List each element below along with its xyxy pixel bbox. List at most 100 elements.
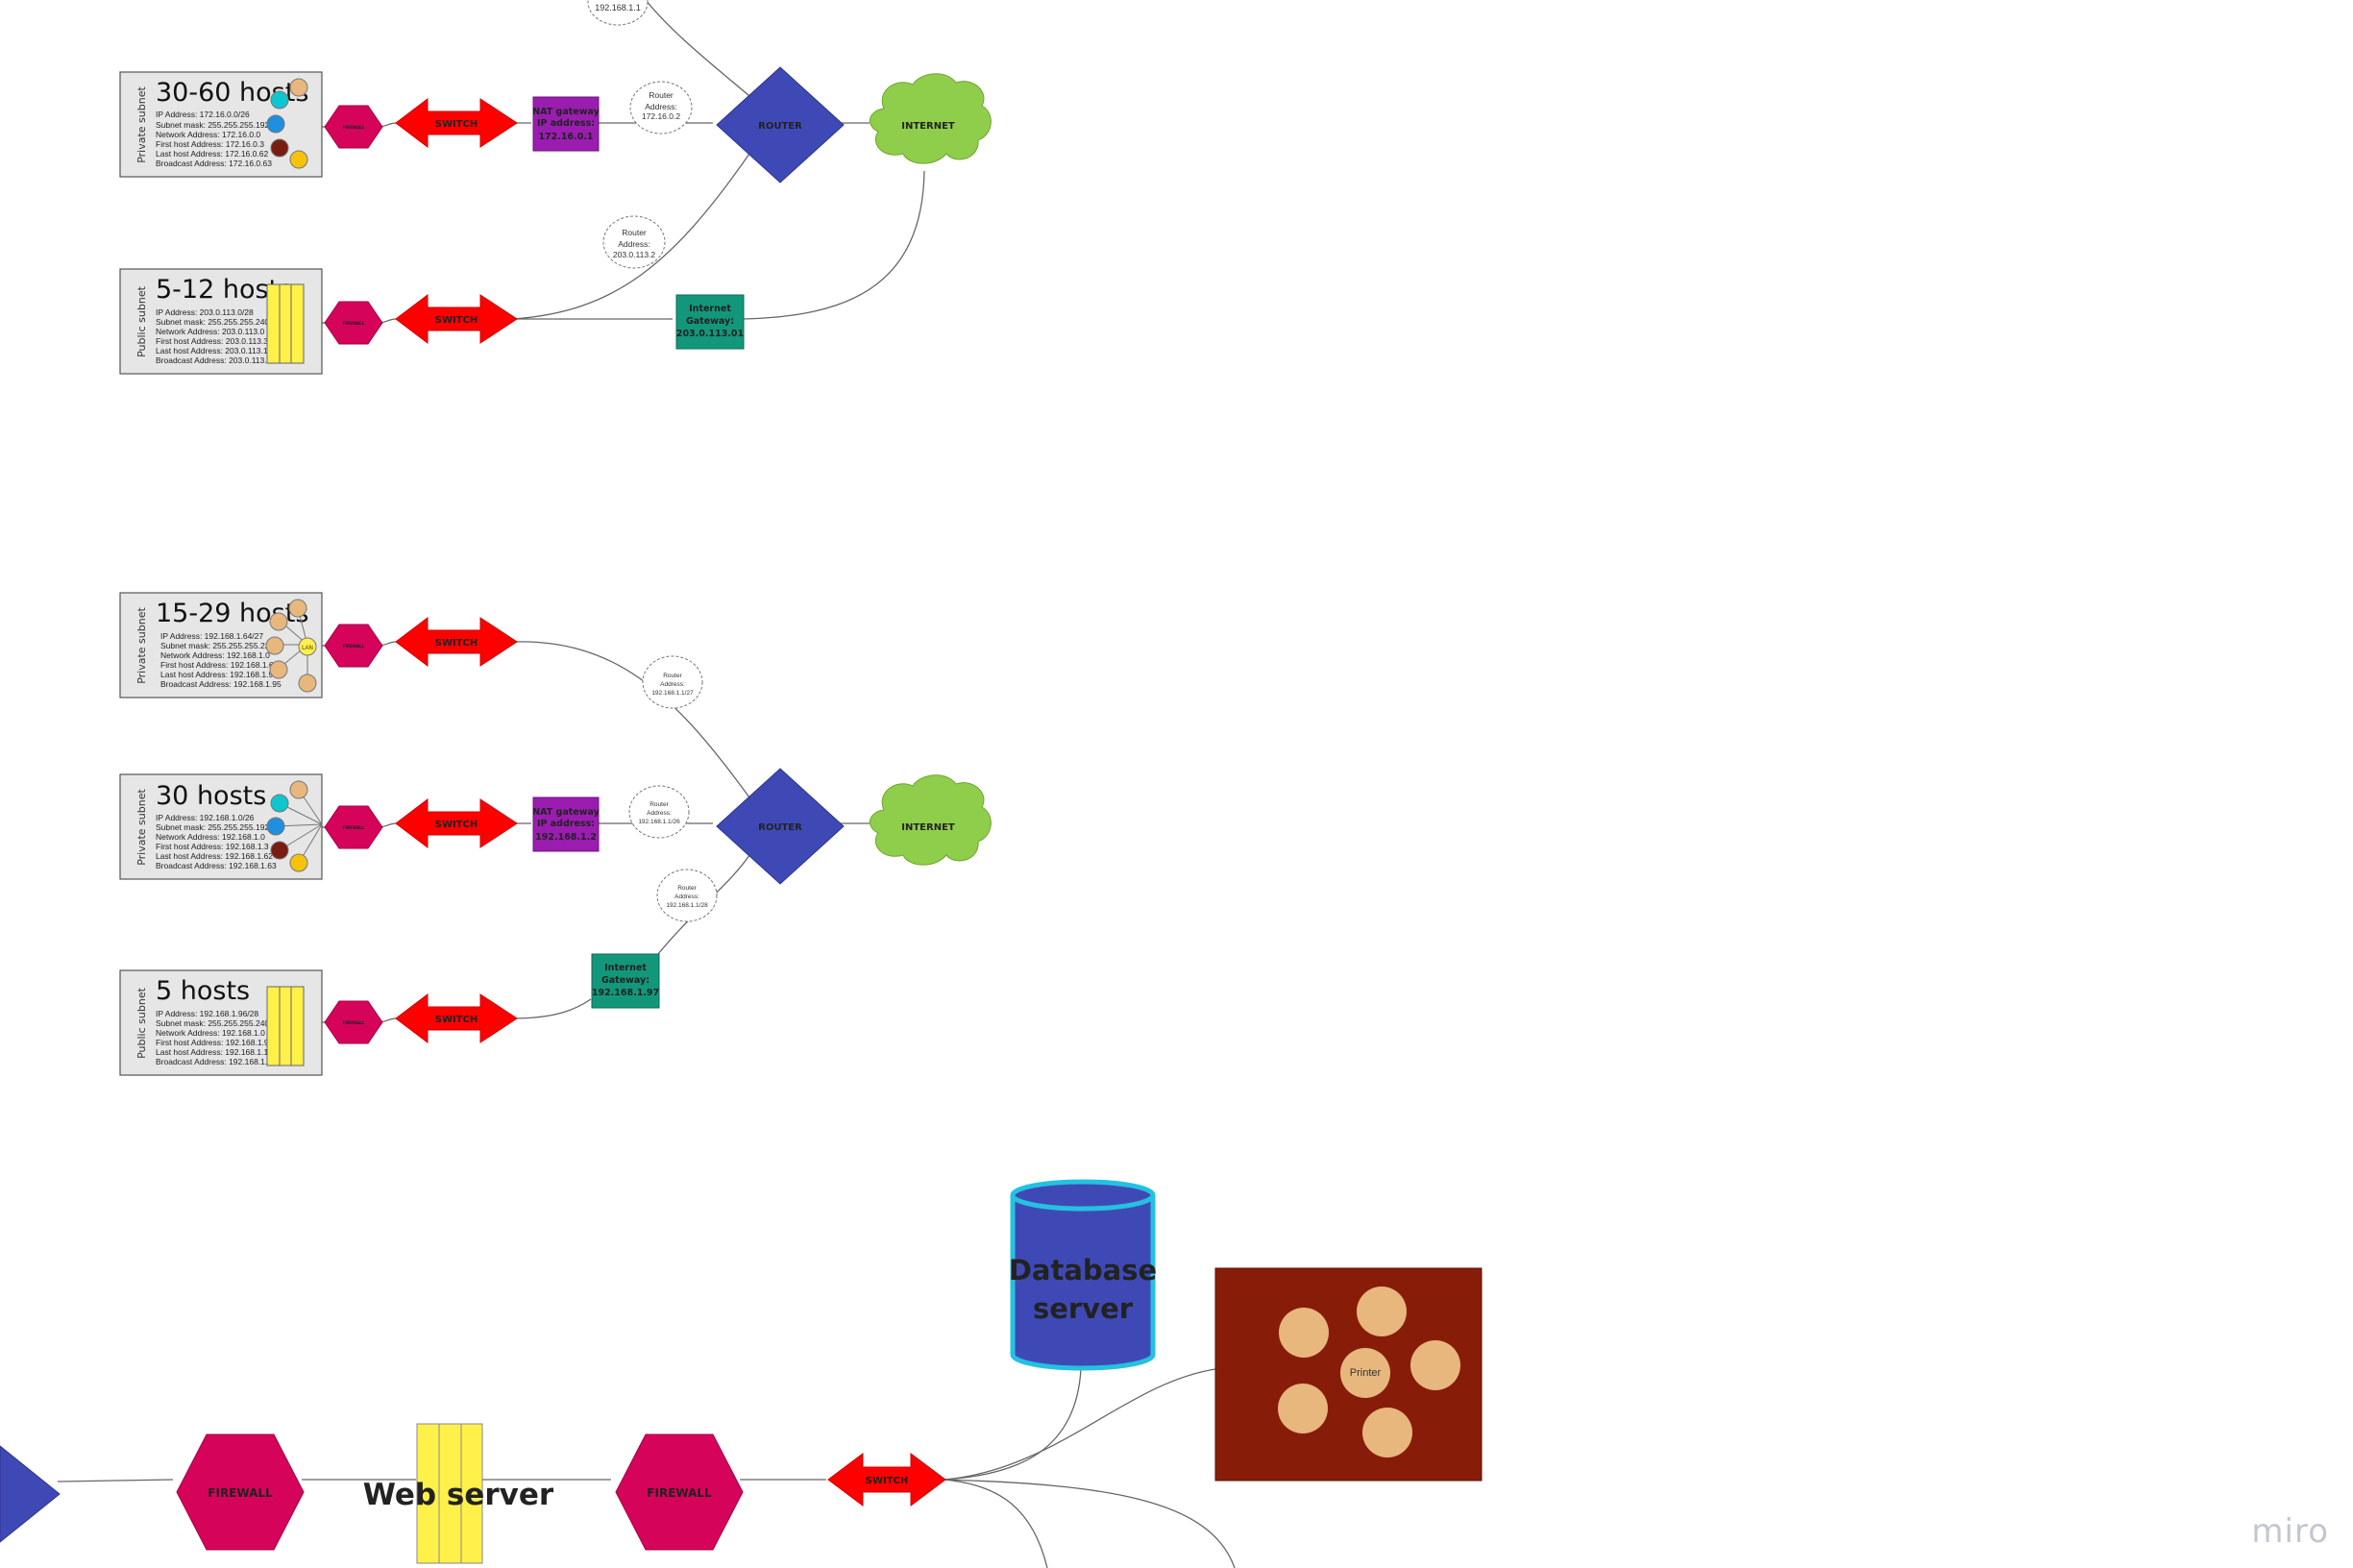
- subnet-info-line: Last host Address: 192.168.1.110: [156, 1047, 277, 1057]
- firewall-hexagon[interactable]: FIREWALL: [324, 1000, 383, 1044]
- connector: [943, 1368, 1216, 1481]
- subnet-info-line: IP Address: 192.168.1.96/28: [156, 1009, 258, 1018]
- subnet-card-30-60-hosts[interactable]: Private subnet 30-60 hosts IP Address: 1…: [119, 71, 323, 178]
- internet-gateway[interactable]: Internet Gateway: 203.0.113.01: [675, 294, 745, 350]
- router-address-bubble[interactable]: Router Address: 192.168.1.1/27: [642, 655, 703, 709]
- firewall-hexagon[interactable]: FIREWALL: [324, 805, 383, 849]
- subnet-card-15-29-hosts[interactable]: Private subnet 15-29 hosts IP Address: 1…: [119, 592, 323, 698]
- internet-gateway-line: Gateway:: [601, 975, 650, 986]
- subnet-info-line: Subnet mask: 255.255.255.224: [160, 641, 274, 650]
- lan-hub-icon: [298, 637, 317, 656]
- switch-arrow[interactable]: SWITCH: [827, 1453, 946, 1507]
- subnet-side-label: Public subnet: [135, 285, 148, 356]
- router-address-text: Router: [677, 885, 697, 892]
- router-label: ROUTER: [758, 121, 802, 132]
- subnet-info-line: Broadcast Address: 192.168.1.111: [156, 1057, 280, 1066]
- router-address-text: Router: [649, 90, 674, 100]
- nat-gateway-line: NAT gateway: [532, 807, 600, 818]
- firewall-label: FIREWALL: [343, 1020, 365, 1025]
- router-address-text: 192.168.1.1/28: [666, 902, 708, 909]
- connector: [511, 153, 750, 320]
- router-address-text: Address:: [645, 102, 677, 111]
- subnet-info-line: First host Address: 203.0.113.3: [156, 336, 268, 346]
- internet-gateway-line: 203.0.113.01: [676, 329, 744, 339]
- host-icon: [289, 78, 308, 97]
- router-address-text: 203.0.113.2: [613, 250, 656, 259]
- printer-icon: [1340, 1348, 1390, 1398]
- web-server[interactable]: Web server: [363, 1423, 554, 1564]
- subnet-card-5-hosts[interactable]: Public subnet 5 hosts IP Address: 192.16…: [119, 969, 323, 1076]
- subnet-card-30-hosts[interactable]: Private subnet 30 hosts IP Address: 192.…: [119, 773, 323, 880]
- internet-cloud[interactable]: INTERNET: [870, 774, 992, 866]
- subnet-info-line: IP Address: 192.168.1.0/26: [156, 813, 255, 822]
- switch-arrow[interactable]: SWITCH: [395, 992, 518, 1044]
- firewall-label: FIREWALL: [208, 1486, 273, 1500]
- database-server[interactable]: Database server: [1009, 1179, 1157, 1371]
- subnet-side-label: Public subnet: [135, 987, 148, 1058]
- subnet-info-line: Last host Address: 192.168.1.62: [156, 851, 273, 861]
- subnet-info-line: Last host Address: 192.168.1.94: [160, 670, 278, 679]
- switch-label: SWITCH: [866, 1476, 908, 1486]
- router-address-text: 192.168.1.1/27: [651, 690, 694, 697]
- subnet-side-label: Private subnet: [135, 607, 148, 684]
- database-label: server: [1033, 1292, 1134, 1325]
- router-address-bubble[interactable]: 192.168.1.1: [587, 0, 649, 26]
- internet-cloud[interactable]: INTERNET: [870, 73, 992, 164]
- host-icon: [1278, 1384, 1328, 1433]
- switch-arrow[interactable]: SWITCH: [395, 97, 518, 149]
- host-icon: [289, 853, 308, 872]
- switch-arrow[interactable]: SWITCH: [395, 293, 518, 345]
- router-address-text: 192.168.1.1/26: [638, 819, 680, 825]
- host-icon: [269, 612, 288, 631]
- host-icon: [270, 90, 289, 110]
- firewall-hexagon[interactable]: FIREWALL: [324, 105, 383, 149]
- router-address-text: Address:: [674, 894, 699, 900]
- connector: [740, 170, 925, 320]
- router-diamond-partial[interactable]: [0, 1445, 61, 1543]
- router-diamond[interactable]: ROUTER: [716, 768, 845, 885]
- router-diamond[interactable]: ROUTER: [716, 66, 845, 184]
- subnet-title: 5 hosts: [156, 976, 250, 1006]
- subnet-card-5-12-hosts[interactable]: Public subnet 5-12 hosts IP Address: 203…: [119, 268, 323, 375]
- switch-arrow[interactable]: SWITCH: [395, 797, 518, 849]
- connector: [943, 1368, 1082, 1481]
- subnet-info-line: IP Address: 192.168.1.64/27: [160, 631, 263, 641]
- nat-gateway[interactable]: NAT gateway IP address: 172.16.0.1: [532, 96, 601, 152]
- firewall-hexagon-large[interactable]: FIREWALL: [176, 1433, 305, 1551]
- router-address-bubble[interactable]: Router Address: 172.16.0.2: [629, 81, 693, 135]
- router-address-text: Router: [650, 801, 669, 808]
- internet-label: INTERNET: [901, 121, 955, 132]
- host-icon: [1362, 1408, 1412, 1458]
- subnet-info-line: Network Address: 192.168.1.0: [156, 832, 265, 842]
- server-icon: [266, 283, 305, 364]
- printer-room[interactable]: Printer: [1214, 1267, 1483, 1482]
- host-icon: [288, 599, 307, 618]
- connector: [645, 0, 750, 97]
- router-label: ROUTER: [758, 822, 802, 833]
- subnet-title: 30 hosts: [156, 781, 266, 811]
- router-address-bubble[interactable]: Router Address: 203.0.113.2: [602, 215, 666, 269]
- router-address-bubble[interactable]: Router Address: 192.168.1.1/26: [628, 785, 690, 839]
- nat-gateway[interactable]: NAT gateway IP address: 192.168.1.2: [532, 796, 601, 852]
- printer-label: Printer: [1350, 1367, 1382, 1379]
- connector: [511, 641, 750, 798]
- host-icon: [270, 841, 289, 860]
- subnet-info-line: First host Address: 192.168.1.3: [156, 842, 269, 851]
- host-icon: [1357, 1286, 1407, 1336]
- host-icon: [1279, 1308, 1329, 1358]
- firewall-hexagon-large[interactable]: FIREWALL: [615, 1433, 744, 1551]
- switch-arrow[interactable]: SWITCH: [395, 616, 518, 668]
- firewall-hexagon[interactable]: FIREWALL: [324, 624, 383, 668]
- host-icon: [270, 138, 289, 158]
- router-address-bubble[interactable]: Router Address: 192.168.1.1/28: [656, 869, 718, 922]
- firewall-label: FIREWALL: [343, 825, 365, 830]
- router-address-text: Address:: [647, 810, 672, 817]
- firewall-label: FIREWALL: [343, 321, 365, 326]
- firewall-hexagon[interactable]: FIREWALL: [324, 301, 383, 345]
- subnet-info-line: Last host Address: 172.16.0.62: [156, 149, 268, 159]
- subnet-info-line: Subnet mask: 255.255.255.192: [156, 822, 269, 832]
- internet-gateway[interactable]: Internet Gateway: 192.168.1.97: [591, 953, 660, 1009]
- host-icon: [1410, 1340, 1460, 1390]
- nat-gateway-line: IP address:: [537, 819, 595, 829]
